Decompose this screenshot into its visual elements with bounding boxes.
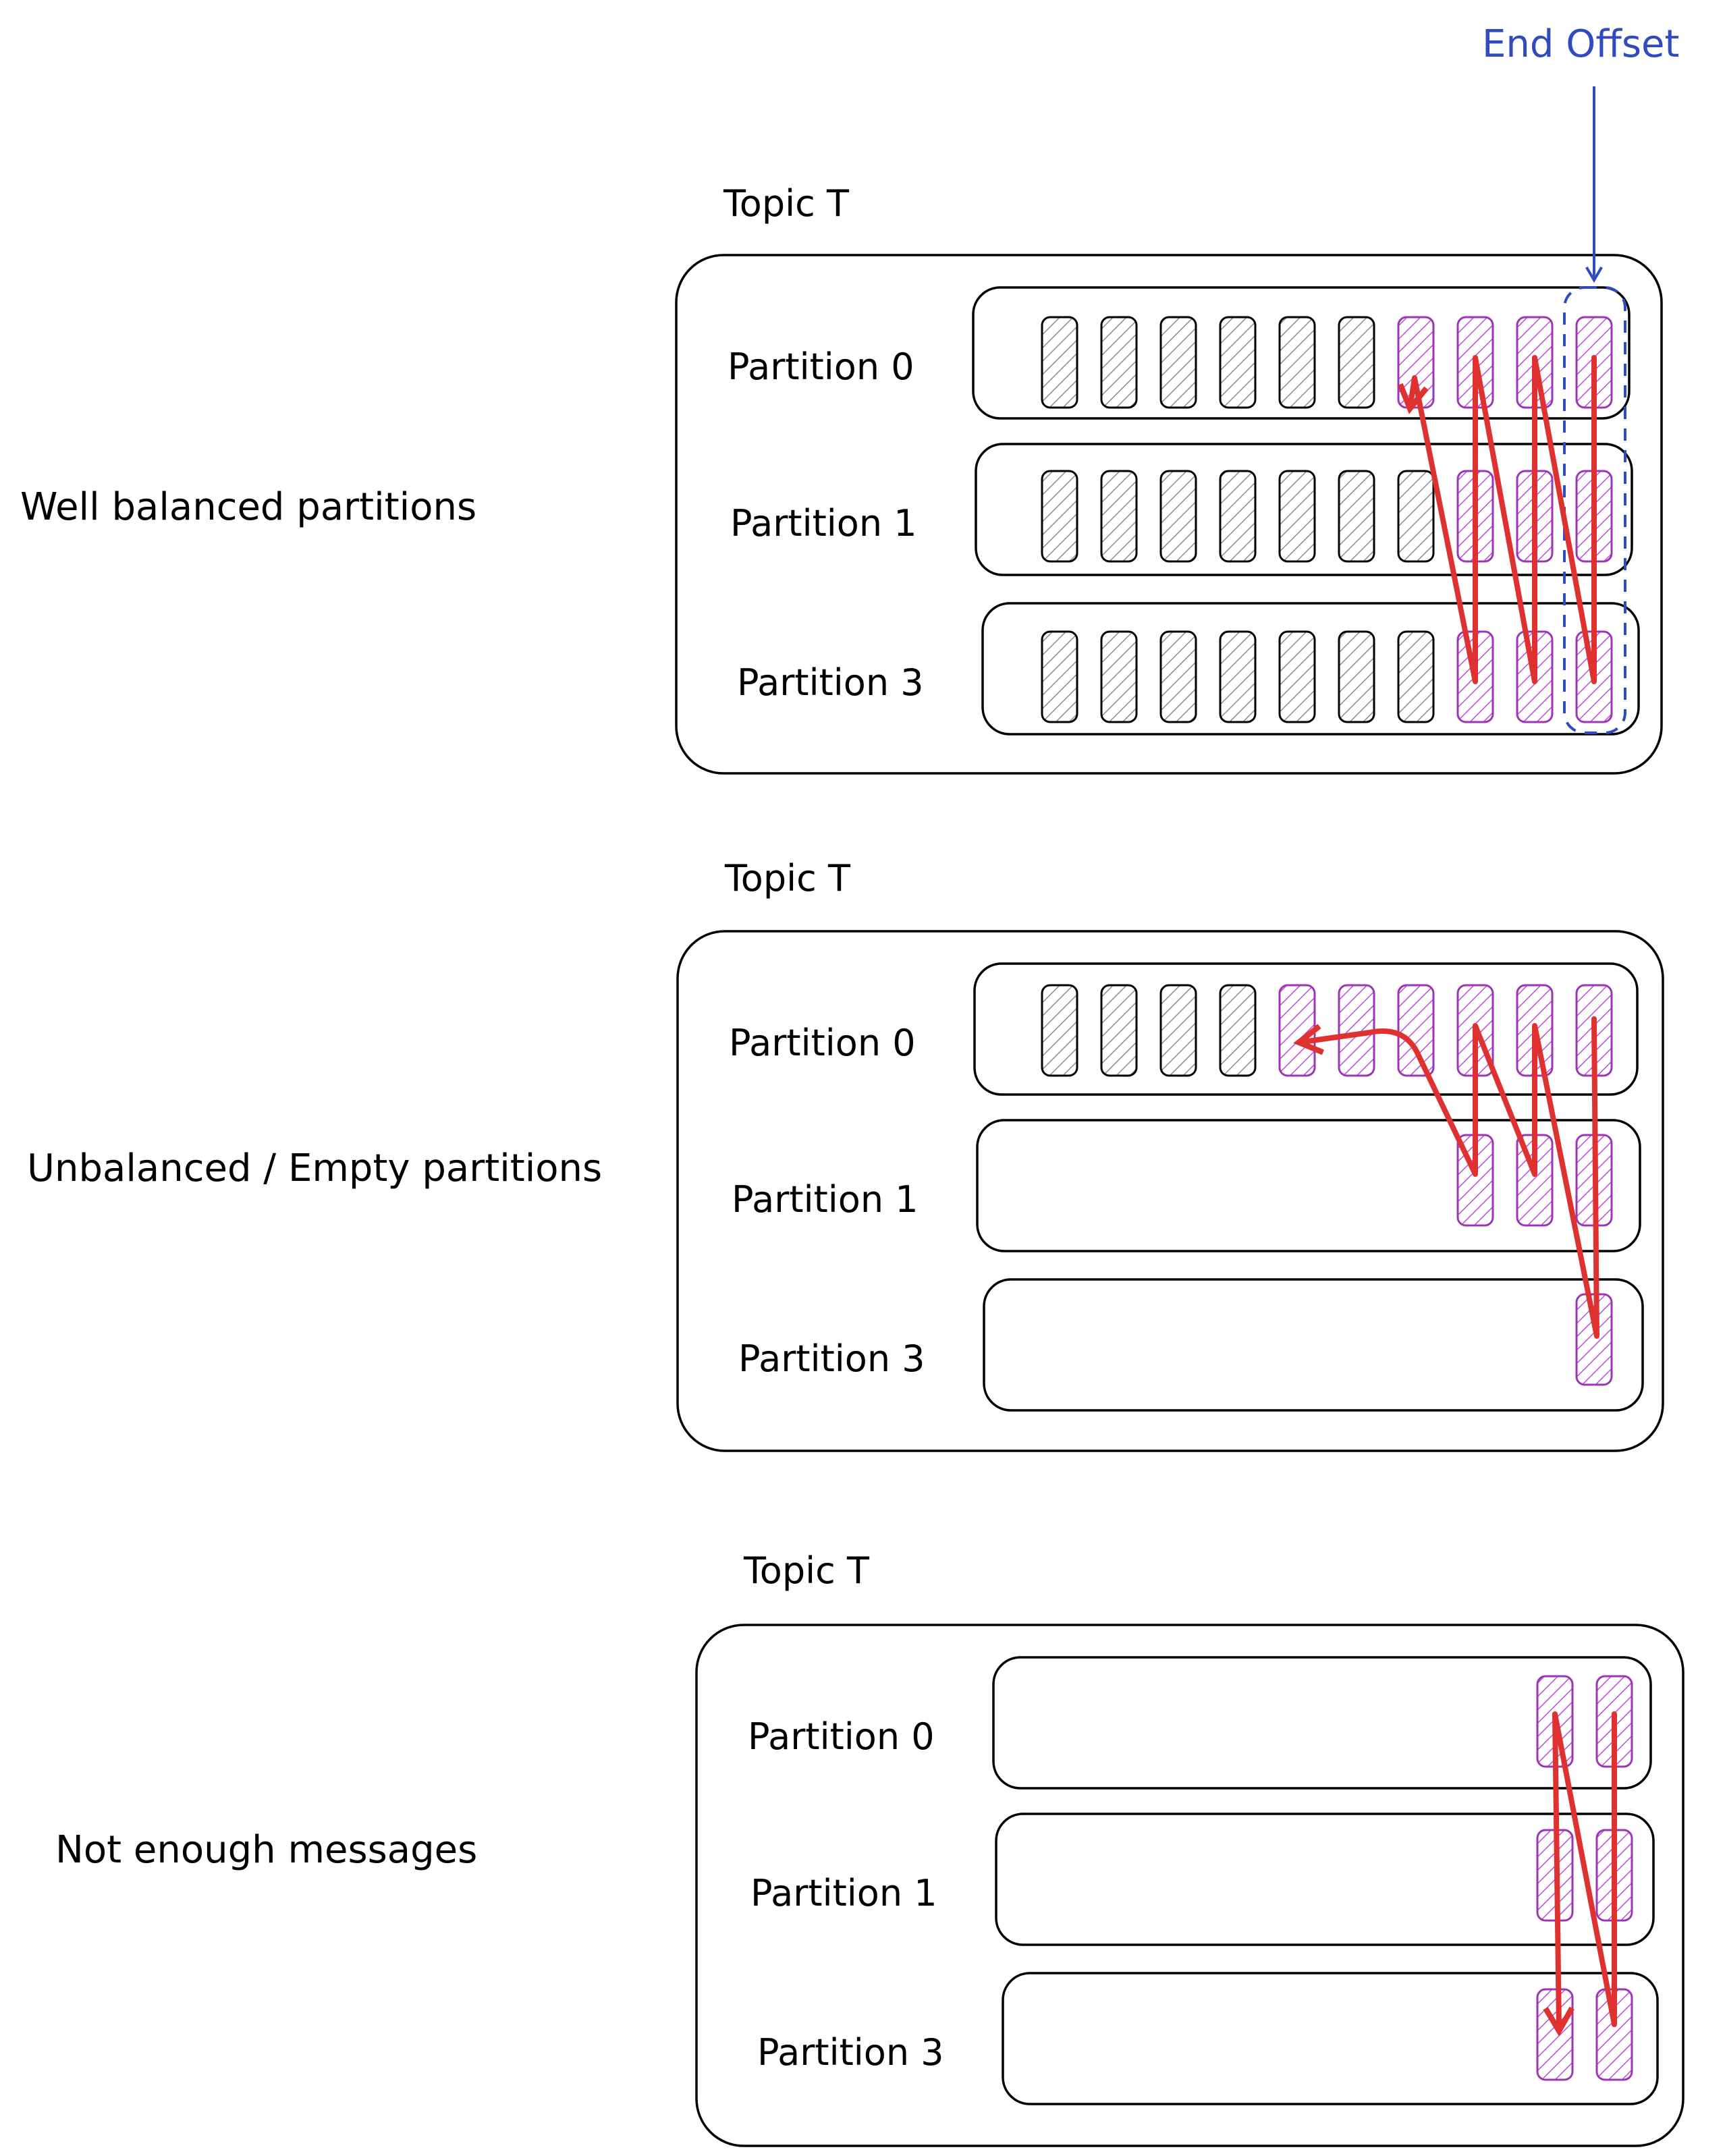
message-group (1536, 1988, 1633, 2081)
partition-track (992, 1656, 1652, 1790)
partition-row: Partition 0 (748, 1656, 1652, 1790)
partition-label: Partition 0 (729, 1022, 916, 1064)
old-message-block (1219, 984, 1257, 1077)
message-group (1041, 316, 1613, 409)
old-message-block (1219, 630, 1257, 723)
partition-label: Partition 0 (728, 345, 914, 388)
partition-row: Partition 1 (730, 443, 1633, 576)
partition-label: Partition 3 (757, 2031, 944, 2074)
old-message-block (1159, 984, 1197, 1077)
end-offset-label: End Offset (1482, 22, 1679, 66)
consumption-path (1543, 1711, 1617, 2037)
message-group (1041, 470, 1613, 563)
partition-label: Partition 1 (750, 1872, 937, 1914)
partition-track (972, 286, 1631, 420)
old-message-block (1278, 630, 1316, 723)
message-group (1041, 984, 1613, 1077)
scenario-description: Not enough messages (55, 1828, 477, 1872)
new-message-block (1536, 1988, 1574, 2081)
old-message-block (1159, 470, 1197, 563)
old-message-block (1338, 470, 1375, 563)
old-message-block (1041, 470, 1078, 563)
old-message-block (1338, 630, 1375, 723)
old-message-block (1100, 630, 1138, 723)
topic-title: Topic T (724, 857, 851, 900)
scenario-unbalanced: Unbalanced / Empty partitions Topic T Pa… (27, 857, 1664, 1452)
old-message-block (1100, 470, 1138, 563)
partition-row: Partition 1 (732, 1119, 1641, 1252)
partition-track (983, 1278, 1644, 1412)
partition-row: Partition 0 (728, 286, 1631, 420)
old-message-block (1278, 470, 1316, 563)
consumption-path (1397, 355, 1597, 684)
scenario-description: Unbalanced / Empty partitions (27, 1146, 602, 1190)
partition-label: Partition 1 (730, 502, 917, 545)
old-message-block (1397, 470, 1435, 563)
topic-box (675, 254, 1663, 775)
old-message-block (1100, 984, 1138, 1077)
scenario-well-balanced: Well balanced partitions Topic T Partiti… (20, 22, 1679, 775)
old-message-block (1219, 316, 1257, 409)
partition-track (1002, 1972, 1659, 2105)
old-message-block (1278, 316, 1316, 409)
new-message-block (1397, 984, 1435, 1077)
partition-label: Partition 1 (732, 1178, 919, 1221)
new-message-block (1278, 984, 1316, 1077)
old-message-block (1041, 630, 1078, 723)
old-message-block (1159, 316, 1197, 409)
partition-track (973, 962, 1639, 1096)
partition-track (975, 443, 1633, 576)
partition-track (976, 1119, 1641, 1252)
topic-box (695, 1624, 1685, 2147)
scenario-not-enough: Not enough messages Topic T Partition 0 … (55, 1549, 1685, 2147)
partition-label: Partition 3 (737, 661, 924, 704)
consumption-path (1293, 1016, 1599, 1339)
old-message-block (1100, 316, 1138, 409)
old-message-block (1041, 984, 1078, 1077)
topic-title: Topic T (743, 1549, 870, 1592)
topic-title: Topic T (723, 182, 850, 225)
partition-track (995, 1813, 1655, 1946)
scenario-description: Well balanced partitions (20, 485, 476, 529)
message-group (1536, 1675, 1633, 1768)
partition-row: Partition 3 (737, 602, 1640, 736)
old-message-block (1397, 630, 1435, 723)
old-message-block (1338, 316, 1375, 409)
old-message-block (1159, 630, 1197, 723)
partition-label: Partition 0 (748, 1715, 935, 1758)
partition-row: Partition 3 (738, 1278, 1644, 1412)
topic-box (676, 930, 1664, 1452)
old-message-block (1219, 470, 1257, 563)
partition-track (981, 602, 1640, 736)
old-message-block (1041, 316, 1078, 409)
partition-row: Partition 1 (750, 1813, 1655, 1946)
partition-row: Partition 0 (729, 962, 1639, 1096)
partition-label: Partition 3 (738, 1337, 925, 1380)
partition-row: Partition 3 (757, 1972, 1659, 2105)
